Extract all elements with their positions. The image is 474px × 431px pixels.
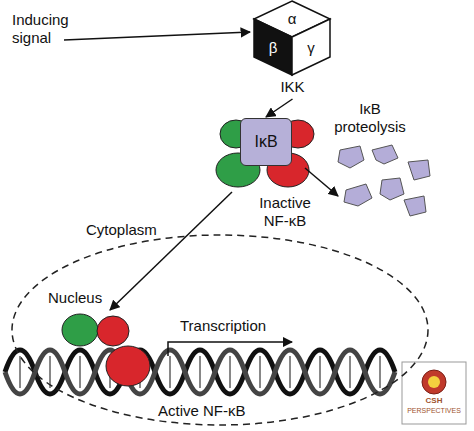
logo-text: PERSPECTIVES (402, 407, 466, 415)
subunit-label: β (269, 39, 278, 56)
proteolysis-arrow (305, 168, 338, 196)
activation-arrow (266, 99, 293, 117)
process-label: IκB proteolysis (328, 100, 412, 136)
nfkb-subunit-red (106, 346, 150, 386)
ikb-box: IκB (240, 118, 292, 166)
protein-name: IκB (254, 133, 277, 151)
compartment-label: Cytoplasm (86, 221, 157, 239)
logo-text: CSH (402, 396, 466, 406)
subunit-label: γ (307, 39, 315, 56)
nfkb-subunit-red (97, 316, 129, 346)
translocation-arrow (110, 192, 232, 310)
logo-emblem (428, 376, 440, 388)
subunit-label: α (288, 10, 297, 27)
signal-label: Inducing signal (12, 11, 82, 47)
nfkb-subunit-green (62, 314, 98, 346)
complex-name: IKK (280, 78, 304, 95)
complex-label: Active NF-κB (158, 402, 246, 420)
logo-box (402, 362, 466, 424)
dna-helix (5, 350, 395, 394)
process-label: Transcription (180, 317, 266, 335)
logo-emblem (422, 370, 446, 394)
complex-label: Inactive NF-κB (245, 194, 325, 230)
ikk-cube: αβ γIKK (250, 0, 335, 98)
compartment-name: Nucleus (48, 289, 102, 306)
signal-arrow (64, 32, 250, 40)
ikb-fragments (338, 145, 430, 216)
transcription-arrow (168, 342, 292, 356)
